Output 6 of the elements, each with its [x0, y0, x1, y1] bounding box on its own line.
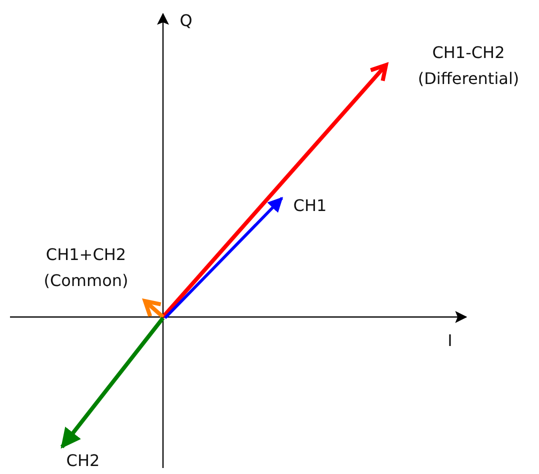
vector-label: CH1-CH2 (Differential) [416, 42, 520, 90]
axis-label: Q [178, 10, 194, 32]
axis-label: I [446, 330, 454, 352]
vector-label: CH2 [65, 450, 101, 472]
vector-label: CH1 [292, 195, 328, 217]
vector-label: CH1+CH2 (Common) [42, 244, 130, 292]
